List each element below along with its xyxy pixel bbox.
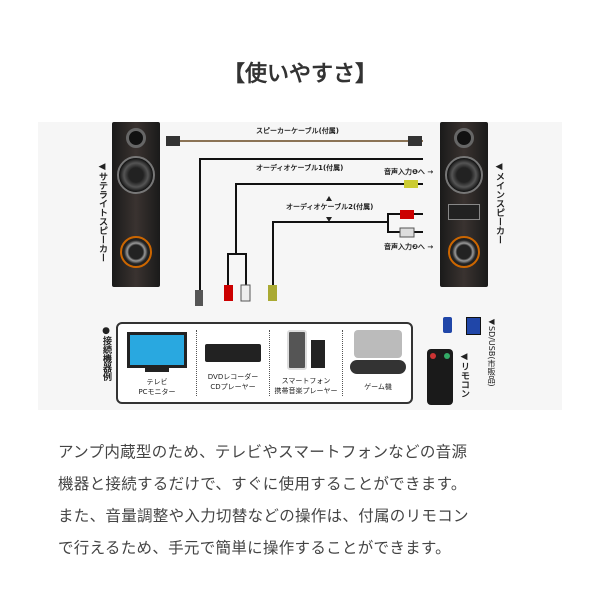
remote-control-icon [427,349,453,405]
connection-examples-label: ●接続機器例 [101,326,111,381]
dvd-player-icon [205,344,261,362]
device-game-console: ゲーム機 [343,324,413,402]
remote-label: ◀リモコン [459,352,469,398]
audio-input-1-label: 音声入力❶へ → [384,168,434,176]
sd-card-icon [466,317,481,335]
section-title: 【使いやすさ】 [222,62,377,87]
description: アンプ内蔵型のため、テレビやスマートフォンなどの音源 機器と接続するだけで、すぐ… [58,436,558,564]
sd-usb-label: ◀SD/USB(市販品) [487,317,496,387]
audio-input-2-label: 音声入力❷へ → [384,243,434,251]
usb-icon [443,317,452,333]
connection-diagram: ◀サテライトスピーカー ◀メインスピーカー スピーカーケーブル(付属) オーディ… [38,122,562,410]
satellite-speaker [112,122,160,287]
description-line: で行えるため、手元で簡単に操作することができます。 [58,539,451,557]
satellite-speaker-label: ◀サテライトスピーカー [97,162,107,262]
description-line: 機器と接続するだけで、すぐに使用することができます。 [58,475,467,493]
speaker-plug-right [408,136,422,146]
speaker-plug-left [166,136,180,146]
description-line: アンプ内蔵型のため、テレビやスマートフォンなどの音源 [58,443,468,461]
cables [166,136,423,306]
device-smartphone: スマートフォン携帯音楽プレーヤー [270,324,342,402]
smartphone-icon [281,330,331,372]
audio-cable-1-label: オーディオケーブル1(付属) [256,164,344,172]
main-speaker-label: ◀メインスピーカー [494,162,504,244]
game-console-icon [354,330,402,358]
speaker-cable-label: スピーカーケーブル(付属) [256,127,339,135]
description-line: また、音量調整や入力切替などの操作は、付属のリモコン [58,507,469,525]
main-speaker [440,122,488,287]
audio-cable-2-label: オーディオケーブル2(付属) [286,203,374,211]
tv-icon [127,332,187,368]
